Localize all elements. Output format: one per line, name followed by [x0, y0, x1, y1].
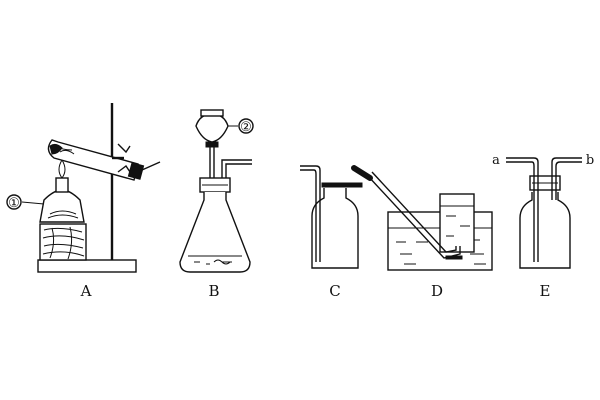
outlet-tube-b	[551, 157, 582, 200]
label-d: D	[431, 282, 443, 300]
marker-2: ②	[240, 120, 252, 135]
stand-base	[37, 259, 137, 273]
side-delivery-tube	[221, 159, 252, 178]
inlet-tube-a	[506, 157, 539, 262]
alcohol-lamp	[39, 159, 85, 223]
apparatus-c: C	[300, 165, 363, 300]
marker-1-circle	[6, 194, 22, 210]
apparatus-e: a b E	[492, 153, 594, 300]
d-delivery-tube	[367, 175, 461, 259]
inverted-bottle	[439, 193, 475, 253]
rubber-tube	[351, 165, 373, 181]
conical-flask	[179, 192, 251, 273]
port-a: a	[492, 153, 500, 168]
apparatus-a: ① A	[6, 103, 161, 300]
marker-1-leader	[21, 201, 45, 205]
clamp	[112, 143, 131, 173]
label-b: B	[208, 282, 219, 300]
label-c: C	[329, 282, 340, 300]
apparatus-b: ② B	[179, 109, 254, 300]
label-a: A	[80, 282, 92, 300]
marker-1: ①	[8, 196, 20, 211]
apparatus-d: D	[351, 165, 493, 300]
port-b: b	[586, 153, 594, 168]
washing-bottle	[519, 192, 571, 269]
stopcock	[205, 141, 219, 148]
wooden-block	[39, 223, 87, 261]
label-e: E	[540, 282, 551, 300]
funnel-bulb	[195, 113, 229, 143]
test-tube	[47, 139, 161, 181]
c-delivery-tube	[300, 165, 321, 262]
glass-plate	[321, 182, 363, 188]
collecting-bottle	[311, 188, 359, 269]
marker-2-circle	[238, 118, 254, 134]
